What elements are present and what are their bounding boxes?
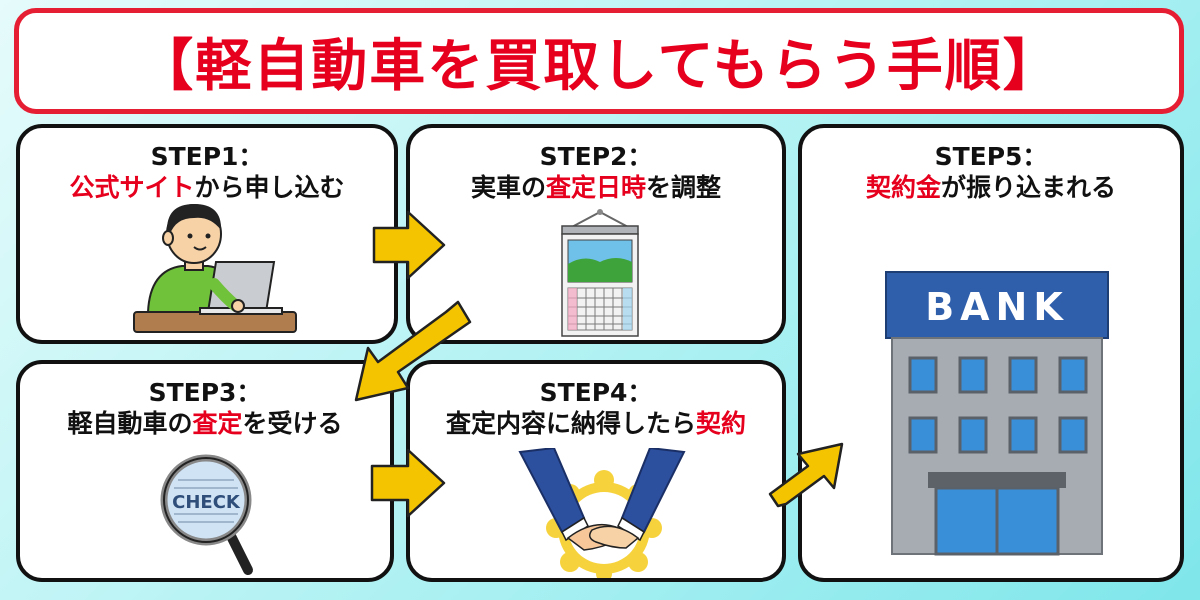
calendar-icon bbox=[561, 209, 639, 337]
step3-desc-part: 査定 bbox=[192, 409, 243, 438]
step4-label: STEP4： bbox=[539, 378, 653, 407]
step2-desc-part: を調整 bbox=[646, 173, 722, 202]
step2-desc-part: 実車の bbox=[470, 173, 546, 202]
magnifier-check-icon: CHECK bbox=[160, 454, 253, 575]
arrow-step1-to-step2 bbox=[372, 210, 446, 280]
check-icon-text: CHECK bbox=[172, 492, 241, 513]
step5-desc-part: が振り込まれる bbox=[941, 173, 1117, 202]
person-laptop-icon bbox=[133, 204, 297, 333]
step1-desc-part: から申し込む bbox=[194, 173, 345, 202]
step2-desc: 実車の査定日時を調整 bbox=[410, 172, 782, 204]
step1-label: STEP1： bbox=[150, 142, 264, 171]
bank-sign-text: BANK bbox=[925, 285, 1069, 329]
step5-card: STEP5： 契約金が振り込まれる BANK bbox=[798, 124, 1184, 582]
step5-desc-part: 契約金 bbox=[865, 173, 941, 202]
handshake-icon bbox=[518, 448, 686, 578]
arrow-step4-to-step5 bbox=[768, 442, 844, 508]
title-banner: 【軽自動車を買取してもらう手順】 bbox=[14, 8, 1184, 114]
step1-desc-part: 公式サイト bbox=[69, 173, 195, 202]
step5-label: STEP5： bbox=[934, 142, 1048, 171]
step2-label: STEP2： bbox=[539, 142, 653, 171]
step3-desc-part: を受ける bbox=[242, 409, 343, 438]
page-title: 【軽自動車を買取してもらう手順】 bbox=[137, 33, 1061, 99]
step2-card: STEP2： 実車の査定日時を調整 bbox=[406, 124, 786, 344]
step4-desc-part: 契約 bbox=[696, 409, 747, 438]
step1-card: STEP1： 公式サイトから申し込む bbox=[16, 124, 398, 344]
step1-desc: 公式サイトから申し込む bbox=[20, 172, 394, 204]
arrow-step3-to-step4 bbox=[370, 448, 446, 518]
arrow-step2-to-step3 bbox=[354, 300, 472, 402]
step4-desc-part: 査定内容に納得したら bbox=[445, 409, 696, 438]
step2-desc-part: 査定日時 bbox=[545, 173, 646, 202]
step3-desc: 軽自動車の査定を受ける bbox=[20, 408, 390, 440]
step3-label: STEP3： bbox=[148, 378, 262, 407]
step4-desc: 査定内容に納得したら契約 bbox=[410, 408, 782, 440]
bank-building-icon: BANK bbox=[885, 271, 1109, 556]
step3-desc-part: 軽自動車の bbox=[67, 409, 193, 438]
step3-card: STEP3： 軽自動車の査定を受ける CHECK bbox=[16, 360, 394, 582]
step4-card: STEP4： 査定内容に納得したら契約 bbox=[406, 360, 786, 582]
step5-desc: 契約金が振り込まれる bbox=[802, 172, 1180, 204]
